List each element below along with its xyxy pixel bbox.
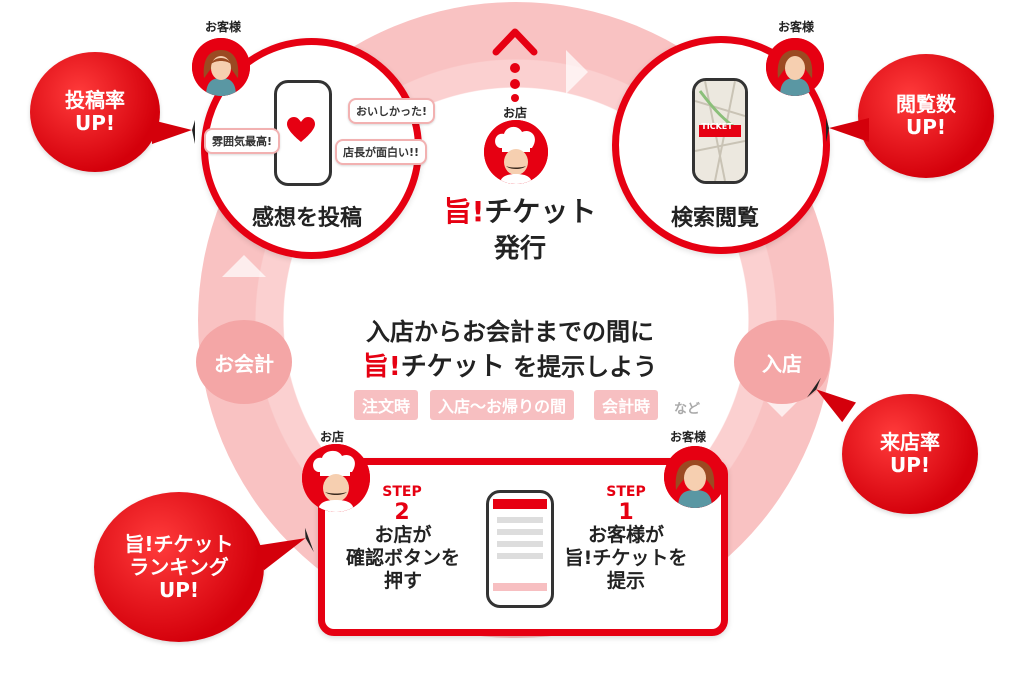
shop-label-top: お店	[503, 106, 528, 120]
ranking-line2: ランキング	[129, 554, 229, 579]
tag-enter-leave: 入店〜お帰りの間	[430, 390, 575, 420]
issue-logo-text: チケット	[484, 195, 597, 228]
center-line1: 入店からお会計までの間に	[366, 318, 654, 346]
ticket-text: TICKET	[701, 122, 733, 131]
shop-label-bottom: お店	[320, 430, 345, 444]
heart-icon	[287, 117, 315, 142]
view-count-line2: UP!	[905, 115, 947, 139]
issue-logo-mark: 旨!	[443, 195, 485, 228]
step2-text-line2: 確認ボタンを	[345, 546, 460, 569]
customer-avatar-left	[192, 38, 250, 96]
up-arrow-icon	[492, 28, 538, 102]
speech-atmosphere: 雰囲気最高!	[204, 128, 281, 154]
chef-avatar-top	[484, 120, 548, 184]
tag-etc: など	[674, 402, 701, 417]
tag-checkout: 会計時	[594, 390, 659, 420]
tag-order: 注文時	[354, 390, 419, 420]
center-line2-suffix: を提示しよう	[513, 353, 658, 381]
post-rate-line2: UP!	[74, 111, 116, 135]
customer-label-bottom: お客様	[670, 430, 707, 444]
step1-text: お客様が 旨!チケットを 提示	[560, 524, 692, 592]
phone-search-icon	[692, 78, 748, 184]
ranking-line3: UP!	[158, 577, 200, 602]
ring-chevron-top	[566, 50, 588, 94]
ranking-bubble-tail	[255, 527, 314, 571]
step2-title: STEP	[382, 484, 422, 500]
view-count-bubble-tail	[826, 118, 869, 142]
customer-avatar-right	[766, 38, 824, 96]
visit-rate-line2: UP!	[889, 453, 931, 477]
view-count-line1: 閲覧数	[896, 92, 956, 116]
step2-text-line1: お店が	[374, 524, 432, 546]
ranking-line1: 旨!チケット	[124, 531, 234, 556]
center-logo-text: チケット	[400, 352, 505, 382]
cycle-point-checkout: お会計	[196, 320, 292, 404]
customer-label-left: お客様	[205, 20, 242, 34]
step2-number: 2	[394, 500, 410, 525]
issue-text: 発行	[493, 234, 546, 264]
customer-avatar-bottom	[664, 446, 726, 508]
issue-logo: 旨!チケット	[430, 190, 610, 230]
step1-text-line2: 旨!チケットを	[564, 546, 688, 569]
center-logo-mark: 旨!	[362, 352, 401, 382]
customer-label-right: お客様	[778, 20, 815, 34]
step1-title: STEP	[606, 484, 646, 500]
step2-text-line3: 押す	[383, 569, 422, 592]
ring-chevron-left	[222, 255, 266, 277]
speech-delicious: おいしかった!	[348, 98, 436, 124]
post-card-title: 感想を投稿	[251, 206, 362, 231]
search-card-title: 検索閲覧	[670, 206, 759, 231]
post-rate-line1: 投稿率	[65, 88, 125, 112]
speech-manager-funny: 店長が面白い!!	[335, 139, 428, 165]
step2-text: お店が 確認ボタンを 押す	[338, 524, 468, 592]
step1-text-line1: お客様が	[587, 524, 664, 546]
phone-ticket-icon	[486, 490, 554, 608]
step1-number: 1	[618, 500, 634, 525]
center-line2: 旨!チケット を提示しよう	[340, 346, 680, 383]
chef-avatar-bottom	[302, 444, 370, 512]
visit-rate-line1: 来店率	[880, 430, 940, 454]
cycle-point-enter: 入店	[734, 320, 830, 404]
step1-text-line3: 提示	[606, 569, 645, 592]
post-rate-bubble-tail	[152, 120, 195, 144]
